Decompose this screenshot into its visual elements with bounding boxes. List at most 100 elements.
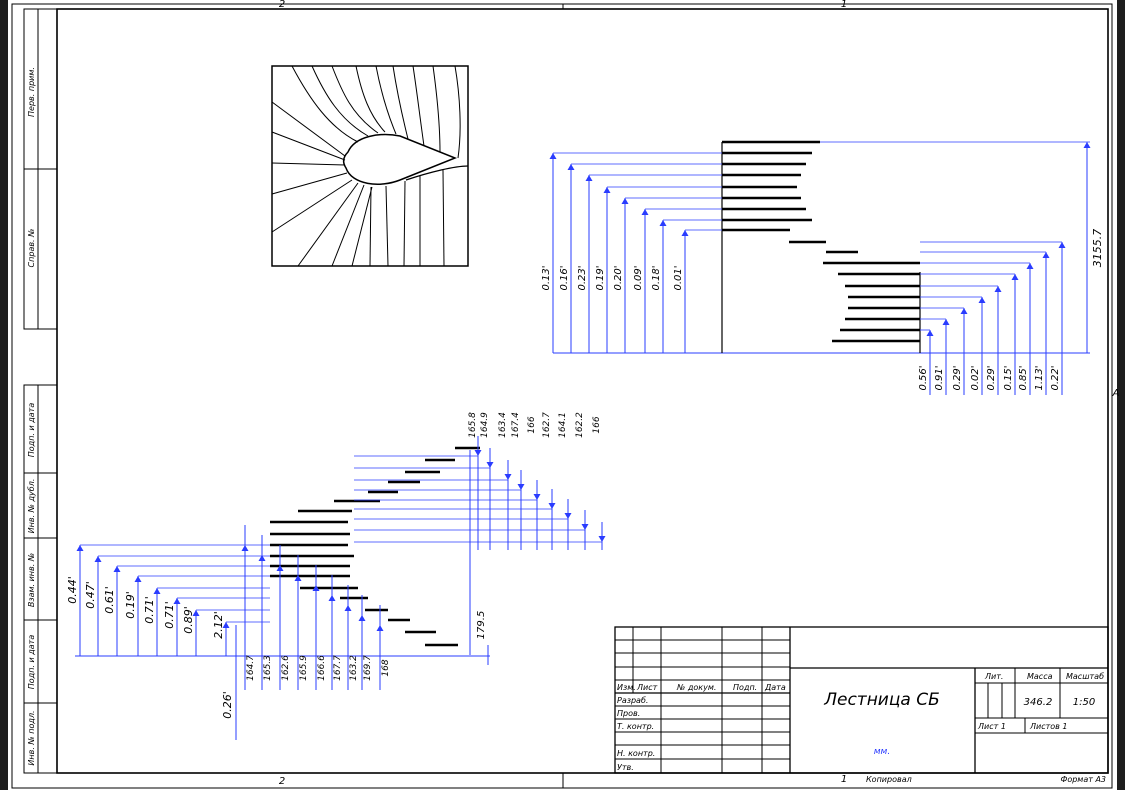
tb-massa-value: 346.2 [1024, 697, 1053, 708]
elev-bottom-arrow [926, 330, 934, 336]
tb-list1: Лист 1 [977, 722, 1006, 731]
stair-upper-label: 163.4 [498, 412, 508, 438]
stair-left-arrow [192, 610, 200, 616]
stair-upper-arrow [581, 524, 589, 530]
elev-overall-label: 3155.7 [1091, 229, 1104, 268]
stair-left-label: 0.71' [143, 596, 156, 624]
elev-left-arrow [681, 230, 689, 236]
tb-unit: мм. [874, 747, 890, 757]
tb-nkontr: Н. контр. [617, 749, 655, 758]
stair-left-label: 0.61' [103, 586, 116, 614]
stair-lower-arrow [376, 625, 384, 631]
elev-overall-arrow [1083, 142, 1091, 148]
tb-podp: Подп. [733, 683, 757, 692]
tb-scale-value: 1:50 [1073, 697, 1095, 708]
stair-lower-label: 166.6 [317, 655, 327, 681]
paper [8, 0, 1117, 790]
stair-lower-arrow [276, 565, 284, 571]
stair-left-arrow [94, 556, 102, 562]
stair-upper-arrow [598, 536, 606, 542]
elev-left-arrow [585, 175, 593, 181]
stair-upper-arrow [486, 462, 494, 468]
outer-frame [11, 3, 1113, 789]
tb-izm: Изм. [617, 683, 636, 692]
elev-left-label: 0.09' [633, 265, 644, 290]
elev-bottom-arrow [942, 319, 950, 325]
stair-lower-label: 162.6 [281, 655, 291, 681]
zone-bottom-right: 1 [841, 774, 847, 785]
stair-left-arrow [113, 566, 121, 572]
elev-bottom-arrow [1058, 242, 1066, 248]
stair-plan-view [271, 65, 469, 267]
stair-upper-label: 166 [527, 416, 537, 433]
elev-bottom-label: 0.15' [1003, 365, 1014, 390]
stair-detail-view [75, 436, 606, 740]
elev-bottom-label: 0.29' [986, 365, 997, 390]
elev-bottom-label: 0.56' [918, 365, 929, 390]
sidebar-inv-dubl: Инв. № дубл. [27, 479, 36, 534]
stair-upper-label: 166 [592, 416, 602, 433]
elev-left-arrow [603, 187, 611, 193]
elev-bottom-label: 0.85' [1018, 365, 1029, 390]
stair-upper-label: 165.8 [468, 412, 478, 438]
drawing-title: Лестница СБ [823, 690, 940, 710]
stair-upper-arrow [504, 474, 512, 480]
tb-utv: Утв. [617, 763, 634, 772]
elev-left-arrow [641, 209, 649, 215]
stair-left-arrow [76, 545, 84, 551]
elev-bottom-label: 0.91' [934, 365, 945, 390]
stair-lower-arrow [241, 545, 249, 551]
stair-extra-label: 0.26' [221, 691, 234, 719]
stair-upper-label: 162.2 [575, 412, 585, 438]
stair-upper-label: 162.7 [542, 412, 552, 438]
sidebar-perv-prim: Перв. прим. [27, 67, 36, 117]
elev-bottom-label: 0.22' [1050, 365, 1061, 390]
stair-lower-label: 164.7 [246, 655, 256, 681]
elev-bottom-label: 0.02' [970, 365, 981, 390]
stair-left-arrow [134, 576, 142, 582]
sidebar-frame [23, 8, 57, 774]
elev-bottom-arrow [1042, 252, 1050, 258]
elev-left-label: 0.20' [613, 265, 624, 290]
stair-lower-label: 168 [381, 659, 391, 676]
sidebar-podp-data-2: Подп. и дата [27, 635, 36, 690]
stair-lower-label: 163.2 [349, 655, 359, 681]
elev-bottom-arrow [1011, 274, 1019, 280]
stair-lower-arrow [358, 615, 366, 621]
stair-upper-arrow [533, 494, 541, 500]
stair-left-arrow [153, 588, 161, 594]
stair-left-label: 2.12' [212, 611, 225, 639]
tb-masshtab: Масштаб [1066, 672, 1104, 681]
elev-left-arrow [621, 198, 629, 204]
elevation-dimensions: 3155.70.13'0.16'0.23'0.19'0.20'0.09'0.18… [541, 229, 1104, 391]
stair-lower-label: 167.7 [333, 655, 343, 681]
elev-bottom-arrow [960, 308, 968, 314]
stair-left-label: 0.19' [124, 591, 137, 619]
stair-lower-arrow [312, 585, 320, 591]
stair-upper-arrow [564, 513, 572, 519]
elev-bottom-label: 1.13' [1034, 365, 1045, 390]
elev-left-arrow [549, 153, 557, 159]
sidebar-vzam-inv: Взам. инв. № [27, 553, 36, 607]
elev-left-label: 0.23' [577, 265, 588, 290]
elev-left-label: 0.18' [651, 265, 662, 290]
tb-massa: Масса [1027, 672, 1053, 681]
zone-top-right: 1 [841, 0, 847, 10]
stair-upper-label: 164.1 [558, 412, 568, 438]
stair-left-label: 0.71' [163, 601, 176, 629]
zone-bottom-left: 2 [279, 776, 285, 787]
stair-left-label: 0.44' [66, 576, 79, 604]
zone-side: A [1112, 388, 1120, 399]
tb-prov: Пров. [617, 709, 640, 718]
sidebar-sprav: Справ. № [27, 229, 36, 268]
stair-upper-label: 164.9 [480, 412, 490, 438]
stair-lower-label: 165.9 [299, 655, 309, 681]
stair-upper-arrow [548, 503, 556, 509]
stair-left-label: 0.89' [182, 606, 195, 634]
elev-left-label: 0.01' [673, 265, 684, 290]
tb-ndokum: № докум. [676, 683, 716, 692]
stair-left-arrow [222, 622, 230, 628]
zone-top-left: 2 [279, 0, 285, 10]
